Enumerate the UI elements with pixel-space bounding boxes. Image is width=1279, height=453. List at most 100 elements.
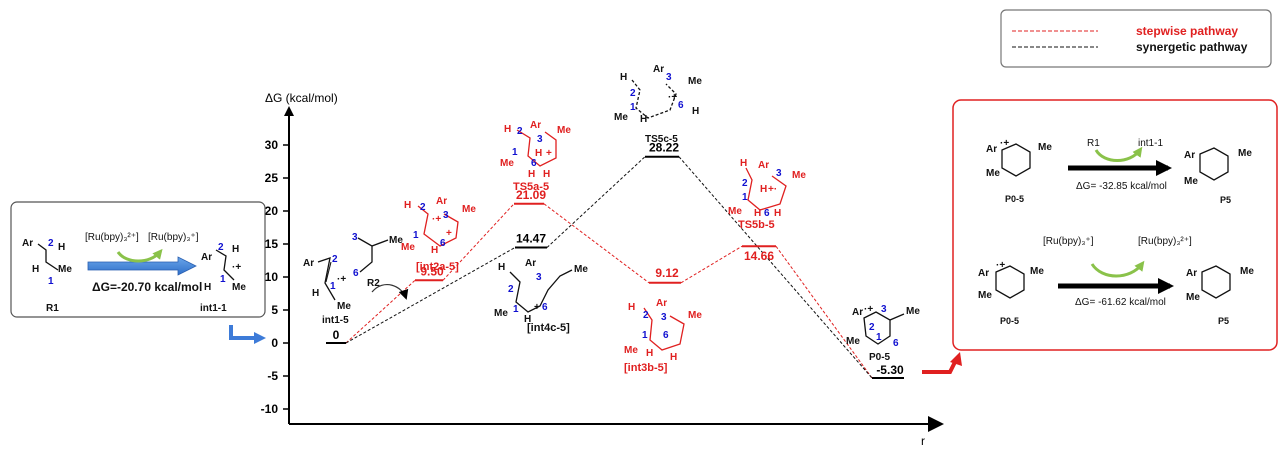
svg-text:1: 1 — [513, 304, 519, 315]
svg-text:Ar: Ar — [22, 238, 33, 249]
rxn1-reagent-out: int1-1 — [1138, 138, 1163, 149]
svg-text:1: 1 — [413, 230, 419, 241]
rxn2-reactant-label: P0-5 — [1000, 316, 1019, 326]
y-tick-label: -5 — [267, 369, 278, 383]
structure-R2: 3 Me 6 — [352, 232, 409, 300]
svg-text:H: H — [312, 288, 319, 299]
svg-text:H: H — [646, 348, 653, 359]
svg-text:H: H — [543, 169, 550, 180]
left-blue-arrow — [87, 256, 197, 276]
label-int4c-5: [int4c-5] — [527, 322, 570, 334]
structure-rxn2-reactant: Ar ·+ Me Me — [978, 260, 1044, 301]
svg-text:Me: Me — [500, 158, 514, 169]
label-TS5b-5: TS5b-5 — [738, 219, 775, 231]
svg-text:Me: Me — [1038, 142, 1052, 153]
svg-text:·+: ·+ — [668, 92, 677, 103]
svg-text:H: H — [640, 114, 647, 125]
connection-int1-5-int4c-5 — [345, 247, 516, 344]
connection-int1-5-int2a-5 — [345, 279, 416, 344]
y-tick-label: 20 — [265, 204, 279, 218]
svg-text:1: 1 — [742, 192, 748, 203]
y-tick-label: 0 — [271, 336, 278, 350]
rxn1-product-label: P5 — [1220, 195, 1231, 205]
svg-text:H: H — [628, 302, 635, 313]
svg-text:2: 2 — [869, 322, 875, 333]
right-reaction-box: Ar ·+ Me Me P0-5 R1 int1-1 ΔG= -32.85 kc… — [952, 99, 1278, 351]
svg-text:H: H — [524, 314, 531, 325]
level-names: int1-5 [int2a-5] TS5a-5 [int3b-5] TS5b-5… — [322, 134, 891, 374]
svg-text:H: H — [535, 148, 542, 159]
svg-text:6: 6 — [531, 158, 537, 169]
right-box-frame — [952, 99, 1278, 351]
red-connector-head — [950, 352, 962, 366]
legend-synergetic-label: synergetic pathway — [1136, 40, 1248, 54]
blue-connector-head — [254, 332, 266, 344]
svg-text:1: 1 — [876, 332, 882, 343]
structure-int2a-5: H 2 Ar ·+ 3 Me 1 + Me H 6 — [401, 196, 476, 256]
svg-text:Me: Me — [1240, 266, 1254, 277]
svg-text:3: 3 — [661, 312, 667, 323]
y-tick-label: -10 — [261, 402, 279, 416]
svg-text:Me: Me — [1238, 148, 1252, 159]
label-int2a-5: [int2a-5] — [416, 261, 459, 273]
svg-text:Ar: Ar — [303, 258, 314, 269]
left-curved-arrow — [116, 248, 163, 263]
svg-text:·+: ·+ — [337, 274, 346, 285]
label-TS5c-5: TS5c-5 — [645, 134, 678, 145]
rxn2-product-label: P5 — [1218, 316, 1229, 326]
svg-text:1: 1 — [48, 276, 54, 287]
energy-label-P0-5: -5.30 — [876, 363, 904, 377]
svg-text:Ar: Ar — [201, 252, 212, 263]
svg-text:Me: Me — [846, 336, 860, 347]
svg-text:Me: Me — [232, 282, 246, 293]
svg-text:2: 2 — [332, 254, 338, 265]
svg-text:1: 1 — [512, 147, 518, 158]
svg-text:H: H — [528, 169, 535, 180]
svg-text:Ar: Ar — [758, 160, 769, 171]
legend-stepwise-label: stepwise pathway — [1136, 24, 1238, 38]
energy-label-TS5a-5: 21.09 — [516, 188, 546, 202]
rxn1-dg: ΔG= -32.85 kcal/mol — [1076, 181, 1167, 192]
svg-text:3: 3 — [537, 134, 543, 145]
rxn2-reagent-out: [Ru(bpy)₃²⁺] — [1138, 236, 1192, 247]
y-axis-label: ΔG (kcal/mol) — [265, 91, 338, 105]
energy-label-int4c-5: 14.47 — [516, 231, 546, 245]
y-tick-label: 15 — [265, 237, 279, 251]
red-connector-arrow — [922, 359, 958, 374]
structure-TS5a-5: H 2 Ar 3 Me 1 H + Me 6 H H — [500, 120, 571, 180]
svg-text:1: 1 — [220, 274, 226, 285]
svg-text:1: 1 — [642, 330, 648, 341]
svg-text:1: 1 — [630, 102, 636, 113]
svg-text:Me: Me — [1186, 292, 1200, 303]
svg-text:+: + — [534, 302, 540, 313]
energy-label-int3b-5: 9.12 — [655, 266, 679, 280]
svg-text:·+: ·+ — [1000, 138, 1009, 149]
svg-text:3: 3 — [881, 304, 887, 315]
structure-rxn1-product: Ar Me Me — [1184, 147, 1252, 187]
svg-text:Ar: Ar — [436, 196, 447, 207]
svg-text:Ar: Ar — [653, 64, 664, 75]
left-dg: ΔG=-20.70 kcal/mol — [92, 280, 202, 294]
left-reaction-box: Ar 2 H H 1 Me R1 [Ru(bpy)₃²⁺] [Ru(bpy)₃⁺… — [10, 201, 266, 318]
svg-text:H: H — [204, 282, 211, 293]
svg-text:Me: Me — [688, 76, 702, 87]
svg-text:2: 2 — [630, 88, 636, 99]
svg-text:Me: Me — [389, 235, 403, 246]
svg-text:2: 2 — [742, 178, 748, 189]
x-axis-label: r — [921, 434, 925, 448]
svg-text:6: 6 — [663, 330, 669, 341]
svg-text:Me: Me — [624, 345, 638, 356]
svg-text:H: H — [774, 208, 781, 219]
svg-text:Me: Me — [978, 290, 992, 301]
svg-text:6: 6 — [678, 100, 684, 111]
svg-text:3: 3 — [352, 232, 358, 243]
rxn2-reagent-in: [Ru(bpy)₃⁺] — [1043, 236, 1094, 247]
svg-text:3: 3 — [776, 168, 782, 179]
svg-text:Me: Me — [574, 264, 588, 275]
energy-label-TS5c-5: 28.22 — [649, 141, 679, 155]
svg-text:H: H — [58, 242, 65, 253]
